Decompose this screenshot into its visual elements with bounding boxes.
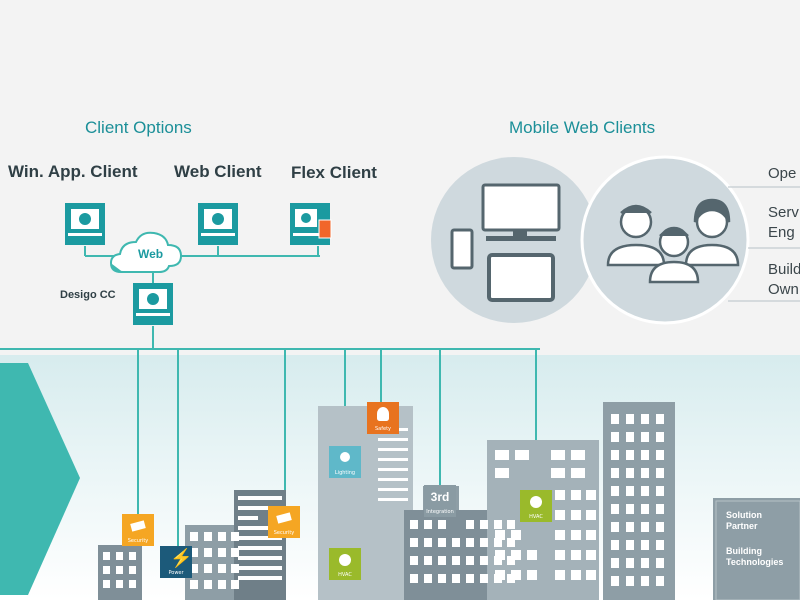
fan-icon <box>339 554 351 566</box>
lighting-badge: Lighting <box>329 446 361 478</box>
flex-client-icon <box>290 203 332 245</box>
cloud-icon <box>109 231 183 274</box>
client-options-title: Client Options <box>85 118 192 137</box>
safety-badge: Safety <box>367 402 399 434</box>
solution-partner-box <box>713 498 800 600</box>
solution-partner-text: Solution Partner Building Technologies <box>726 510 784 567</box>
building-windows <box>103 414 664 589</box>
desigo-cc-label: Desigo CC <box>60 289 116 301</box>
flame-icon <box>377 407 389 421</box>
building-7 <box>603 402 675 600</box>
security-badge-2: Security <box>268 506 300 538</box>
fan-icon <box>530 496 542 508</box>
role-operator: Ope <box>768 165 797 182</box>
camera-icon <box>276 512 292 524</box>
power-badge: ⚡ Power <box>160 546 192 578</box>
win-app-client-label: Win. App. Client <box>8 162 138 181</box>
monitor-icon <box>481 183 561 241</box>
tablet-icon <box>487 253 555 302</box>
bulb-icon <box>340 452 350 462</box>
hvac-badge-1: HVAC <box>329 548 361 580</box>
win-app-client-icon <box>65 203 105 245</box>
cloud-label: Web <box>138 247 164 261</box>
desigo-cc-server-icon <box>133 283 173 325</box>
role-lines <box>728 186 800 302</box>
mobile-web-clients-title: Mobile Web Clients <box>509 118 656 137</box>
camera-icon <box>130 520 146 532</box>
web-client-icon <box>198 203 238 245</box>
phone-icon <box>450 228 474 270</box>
arrow-shape <box>0 363 80 595</box>
lightning-icon: ⚡ <box>170 548 193 568</box>
flex-client-label: Flex Client <box>291 163 377 182</box>
third-party-label: 3rd <box>430 490 450 504</box>
hvac-badge-2: HVAC <box>520 490 552 522</box>
people-icon <box>606 198 740 284</box>
security-badge-1: Security <box>122 514 154 546</box>
web-client-label: Web Client <box>174 162 262 181</box>
integration-badge: 3rd Integration <box>424 485 456 517</box>
